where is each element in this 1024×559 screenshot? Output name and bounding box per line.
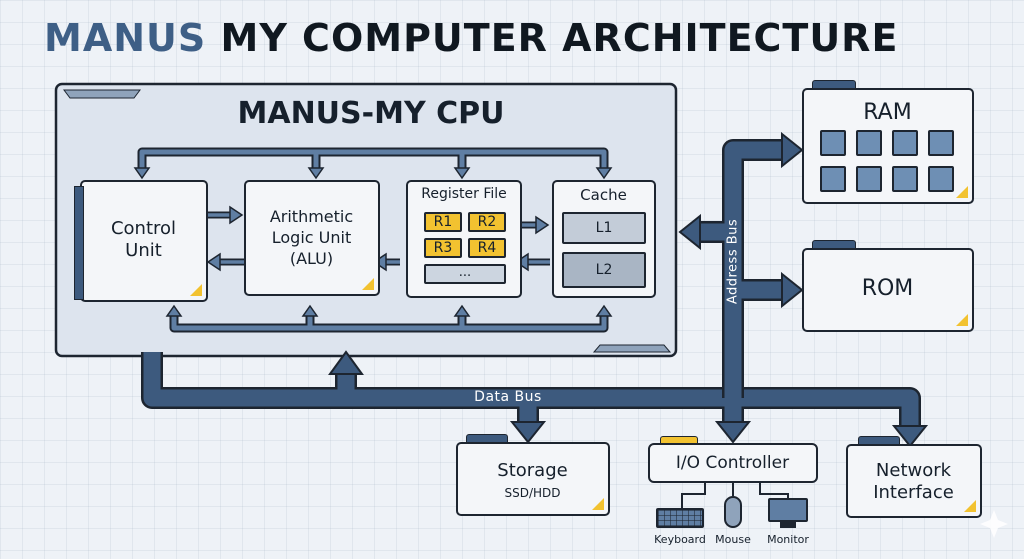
ram-tab	[812, 80, 856, 91]
data-bus	[143, 352, 919, 428]
memory-chip	[856, 166, 882, 192]
corner-accent	[362, 278, 374, 290]
io-controller: I/O Controller	[648, 443, 818, 483]
cache-l2: L2	[562, 252, 646, 288]
storage-title: Storage	[497, 460, 568, 481]
cpu-panel-foot	[592, 344, 672, 353]
register-r1: R1	[424, 212, 462, 232]
network-label: Network Interface	[873, 460, 954, 503]
register-file-title: Register File	[421, 186, 507, 202]
register-more: ...	[424, 264, 506, 284]
corner-accent	[592, 498, 604, 510]
cache-unit: Cache L1 L2	[552, 180, 656, 298]
storage-tab	[466, 434, 508, 445]
ram-module: RAM	[802, 88, 974, 204]
storage-device: Storage SSD/HDD	[456, 442, 610, 516]
io-controller-label: I/O Controller	[675, 453, 790, 473]
storage-subtitle: SSD/HDD	[504, 486, 561, 500]
rom-module: ROM	[802, 248, 974, 332]
rom-tab	[812, 240, 856, 251]
monitor-label: Monitor	[767, 533, 809, 546]
memory-chip	[928, 166, 954, 192]
network-tab	[858, 436, 900, 447]
monitor-stand	[780, 522, 796, 528]
memory-chip	[820, 166, 846, 192]
alu-label: Arithmetic Logic Unit (ALU)	[269, 207, 354, 268]
mouse-label: Mouse	[715, 533, 751, 546]
cache-title: Cache	[580, 186, 627, 204]
data-bus-label: Data Bus	[474, 389, 542, 405]
monitor-icon	[768, 498, 808, 522]
cpu-panel-tab	[63, 89, 141, 99]
corner-accent	[964, 500, 976, 512]
control-unit-sidebar	[74, 186, 84, 300]
page-title: MANUS MY COMPUTER ARCHITECTURE	[44, 16, 898, 60]
memory-chip	[892, 166, 918, 192]
memory-chip	[892, 130, 918, 156]
corner-accent	[956, 314, 968, 326]
title-rest: MY COMPUTER ARCHITECTURE	[220, 16, 899, 60]
rom-label: ROM	[861, 276, 914, 301]
register-r3: R3	[424, 238, 462, 258]
cache-l1: L1	[562, 212, 646, 244]
corner-accent	[190, 284, 202, 296]
register-file: Register File R1 R2 R3 R4 ...	[406, 180, 522, 298]
register-r2: R2	[468, 212, 506, 232]
memory-chip	[820, 130, 846, 156]
register-r4: R4	[468, 238, 506, 258]
control-unit: Control Unit	[80, 180, 208, 302]
control-unit-label: Control Unit	[110, 218, 177, 261]
cpu-title: MANUS-MY CPU	[237, 96, 505, 131]
keyboard-icon	[656, 508, 704, 528]
title-brand: MANUS	[44, 16, 207, 60]
mouse-icon	[724, 496, 742, 528]
memory-chip	[856, 130, 882, 156]
corner-accent	[956, 186, 968, 198]
ram-label: RAM	[863, 100, 912, 125]
network-interface: Network Interface	[846, 444, 982, 518]
address-bus	[700, 141, 784, 398]
keyboard-label: Keyboard	[654, 533, 706, 546]
io-controller-tab	[660, 436, 698, 445]
address-bus-label: Address Bus	[725, 218, 741, 305]
alu-unit: Arithmetic Logic Unit (ALU)	[244, 180, 380, 296]
memory-chip	[928, 130, 954, 156]
